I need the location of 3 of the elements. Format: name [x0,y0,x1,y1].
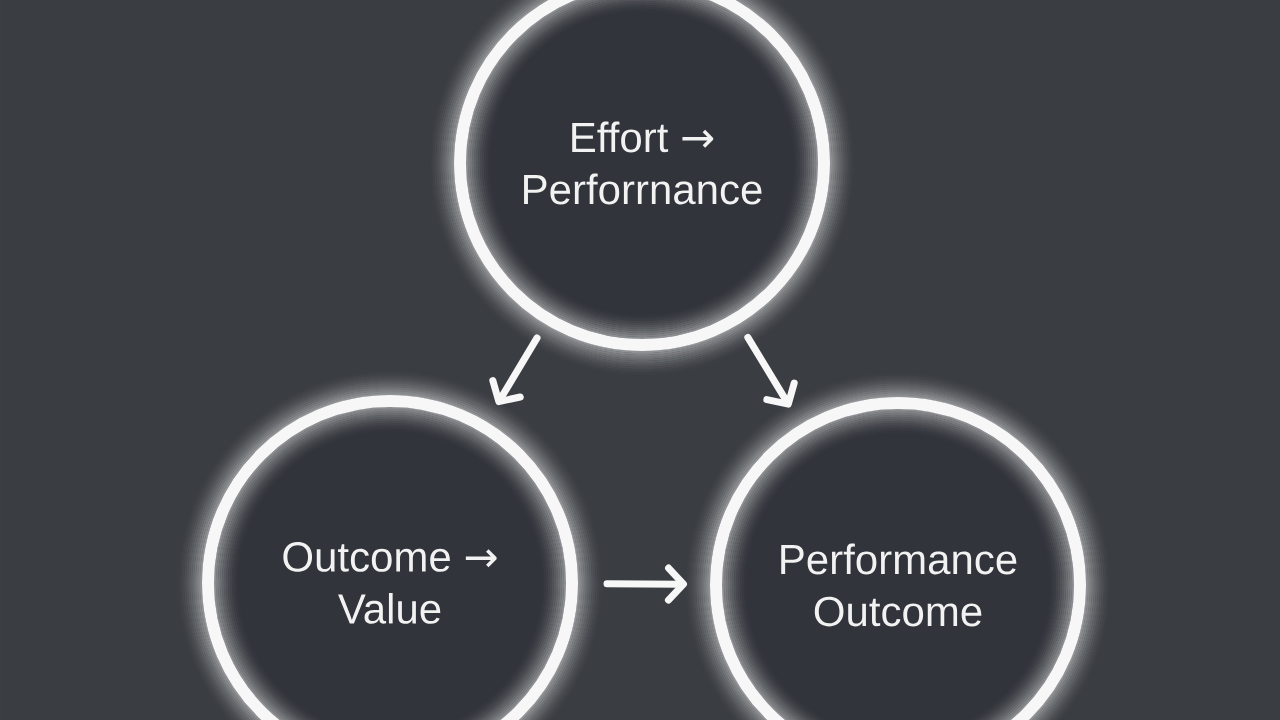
arrow [489,334,541,406]
arrow [744,333,798,408]
arrow [603,564,687,604]
